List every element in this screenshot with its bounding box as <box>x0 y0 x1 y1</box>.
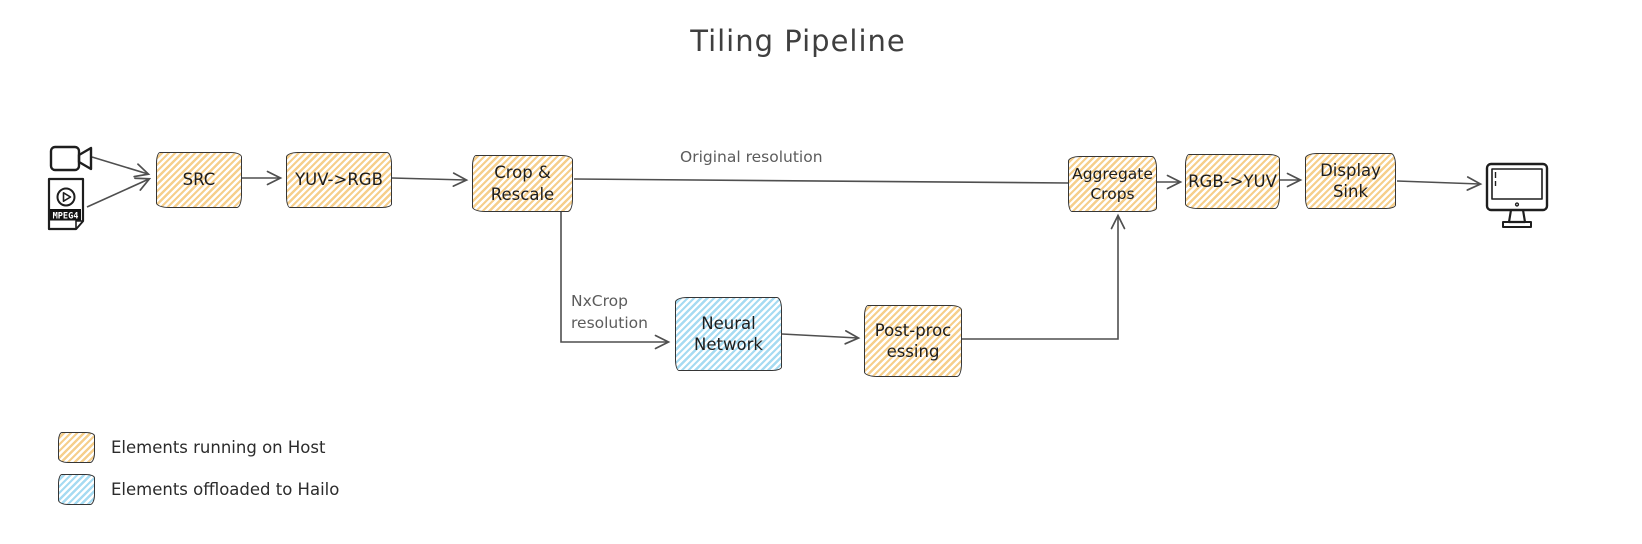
monitor-icon <box>1485 162 1549 228</box>
legend-item-hailo: Elements offloaded to Hailo <box>58 474 339 505</box>
diagram-title: Tiling Pipeline <box>690 24 906 58</box>
line-crop-to-aggregate-original-resolution <box>573 178 1069 184</box>
edge-label-original-resolution: Original resolution <box>680 148 823 166</box>
hailo-swatch <box>58 474 95 505</box>
node-crop-rescale: Crop & Rescale <box>472 155 573 212</box>
node-post-processing-label-line1: Post-proc <box>874 320 952 340</box>
node-rgb-to-yuv: RGB->YUV <box>1185 154 1280 209</box>
node-display-sink: Display Sink <box>1305 153 1396 209</box>
arrow-yuv2rgb-to-crop <box>391 172 469 188</box>
legend-item-host: Elements running on Host <box>58 432 325 463</box>
edge-label-nxcrop-line2: resolution <box>571 314 648 333</box>
arrow-mpeg-to-src <box>86 177 152 208</box>
edge-label-nxcrop-resolution: NxCrop resolution <box>571 290 648 335</box>
node-post-processing-label-line2: essing <box>886 342 940 361</box>
arrow-camera-to-src <box>91 156 151 178</box>
node-yuv-to-rgb: YUV->RGB <box>286 152 392 208</box>
edge-label-nxcrop-line1: NxCrop <box>571 292 628 310</box>
node-display-sink-label-line2: Sink <box>1332 182 1369 201</box>
legend-item-host-label: Elements running on Host <box>111 438 326 457</box>
arrow-neural-network-to-postproc <box>781 330 861 345</box>
node-display-sink-label-line1: Display <box>1320 160 1381 180</box>
node-yuv-to-rgb-label: YUV->RGB <box>295 170 383 190</box>
node-aggregate-crops-label-line1: Aggregate <box>1072 164 1153 183</box>
node-neural-network: Neural Network <box>675 297 782 371</box>
node-aggregate-crops-label-line2: Crops <box>1090 185 1135 203</box>
host-swatch <box>58 432 95 463</box>
node-src-label: SRC <box>182 170 216 190</box>
node-crop-rescale-label-line2: Rescale <box>490 184 555 204</box>
legend-item-hailo-label: Elements offloaded to Hailo <box>111 480 340 499</box>
video-camera-icon <box>49 145 93 172</box>
arrow-postproc-to-aggregate <box>962 213 1126 340</box>
svg-text:MPEG4: MPEG4 <box>53 211 79 221</box>
node-post-processing: Post-proc essing <box>864 305 962 377</box>
mpeg4-file-icon: MPEG4 <box>47 177 85 231</box>
node-neural-network-label-line2: Network <box>694 335 763 354</box>
arrow-display-to-monitor <box>1396 176 1483 191</box>
node-crop-rescale-label-line1: Crop & <box>494 163 551 183</box>
node-src: SRC <box>156 152 242 208</box>
node-neural-network-label-line1: Neural <box>701 313 756 333</box>
node-rgb-to-yuv-label: RGB->YUV <box>1188 171 1277 191</box>
node-aggregate-crops: Aggregate Crops <box>1068 156 1157 212</box>
